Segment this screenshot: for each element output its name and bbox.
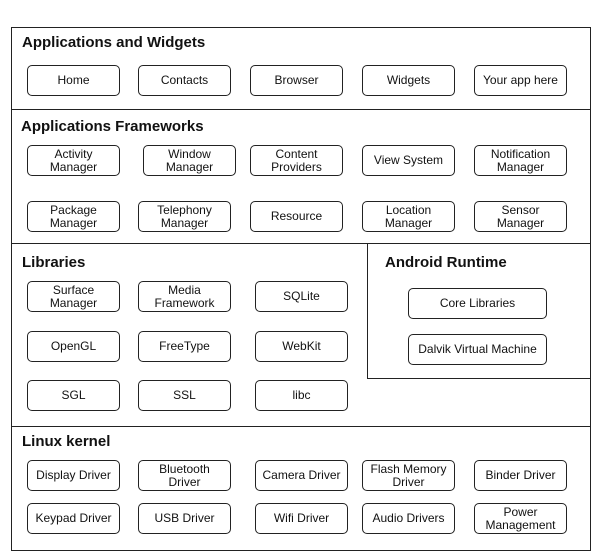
box-surface-manager: Surface Manager [27, 281, 120, 312]
divider-libraries-kernel [11, 426, 591, 427]
box-wifi-driver: Wifi Driver [255, 503, 348, 534]
box-content-providers: Content Providers [250, 145, 343, 176]
box-libc: libc [255, 380, 348, 411]
box-audio-drivers: Audio Drivers [362, 503, 455, 534]
box-resource: Resource [250, 201, 343, 232]
box-camera-driver: Camera Driver [255, 460, 348, 491]
box-webkit: WebKit [255, 331, 348, 362]
divider-runtime-bottom [368, 378, 591, 379]
box-ssl: SSL [138, 380, 231, 411]
section-title-frameworks: Applications Frameworks [21, 118, 204, 135]
section-title-applications: Applications and Widgets [22, 34, 206, 51]
box-sqlite: SQLite [255, 281, 348, 312]
box-notification-manager: Notification Manager [474, 145, 567, 176]
box-contacts: Contacts [138, 65, 231, 96]
box-freetype: FreeType [138, 331, 231, 362]
box-widgets: Widgets [362, 65, 455, 96]
box-package-manager: Package Manager [27, 201, 120, 232]
box-your-app-here: Your app here [474, 65, 567, 96]
box-flash-memory-driver: Flash Memory Driver [362, 460, 455, 491]
box-opengl: OpenGL [27, 331, 120, 362]
box-binder-driver: Binder Driver [474, 460, 567, 491]
divider-apps-frameworks [11, 109, 591, 110]
box-usb-driver: USB Driver [138, 503, 231, 534]
box-dalvik-vm: Dalvik Virtual Machine [408, 334, 547, 365]
box-location-manager: Location Manager [362, 201, 455, 232]
architecture-frame [11, 27, 591, 551]
box-activity-manager: Activity Manager [27, 145, 120, 176]
box-keypad-driver: Keypad Driver [27, 503, 120, 534]
section-title-linux-kernel: Linux kernel [22, 433, 111, 450]
box-sgl: SGL [27, 380, 120, 411]
box-bluetooth-driver: Bluetooth Driver [138, 460, 231, 491]
divider-libraries-runtime [367, 243, 368, 379]
box-display-driver: Display Driver [27, 460, 120, 491]
box-view-system: View System [362, 145, 455, 176]
box-media-framework: Media Framework [138, 281, 231, 312]
box-browser: Browser [250, 65, 343, 96]
box-core-libraries: Core Libraries [408, 288, 547, 319]
box-window-manager: Window Manager [143, 145, 236, 176]
section-title-libraries: Libraries [22, 254, 86, 271]
divider-frameworks-libraries [11, 243, 591, 244]
box-power-management: Power Management [474, 503, 567, 534]
box-home: Home [27, 65, 120, 96]
section-title-android-runtime: Android Runtime [385, 254, 507, 271]
box-sensor-manager: Sensor Manager [474, 201, 567, 232]
box-telephony-manager: Telephony Manager [138, 201, 231, 232]
